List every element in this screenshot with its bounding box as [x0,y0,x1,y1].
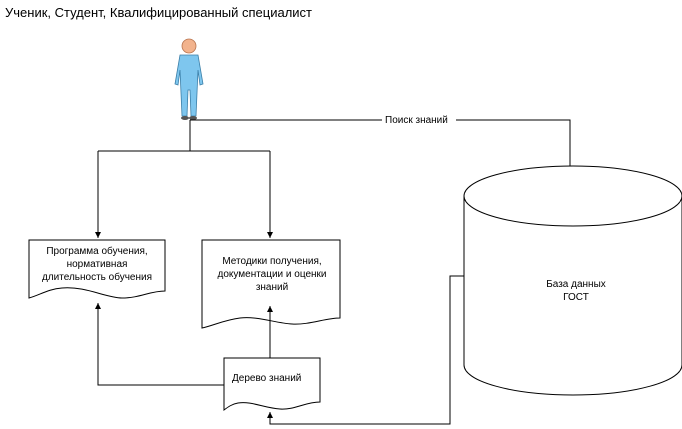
methods-label-line-2: документации и оценки [217,269,326,280]
program-label-line-3: длительность обучения [42,271,152,283]
tree-label: Дерево знаний [232,373,301,384]
program-document: Программа обучения, нормативная длительн… [28,239,166,299]
database-label-line-1: База данных [546,279,606,290]
methods-label-line-1: Методики получения, [222,256,321,267]
program-label-line-1: Программа обучения, [46,245,147,257]
connector-database-to-tree [267,275,464,425]
tree-document: Дерево знаний [223,357,321,411]
connector-tree-to-program [95,303,224,386]
program-label-line-2: нормативная [67,259,128,270]
connector-search-label: Поиск знаний [385,115,448,126]
person-icon [174,38,204,120]
methods-document: Методики получения, документации и оценк… [201,239,341,329]
methods-label-line-3: знаний [256,282,288,293]
diagram-title: Ученик, Студент, Квалифицированный специ… [5,5,313,20]
database-cylinder: База данных ГОСТ [463,165,682,396]
connector-to-program [98,150,270,238]
database-label-line-2: ГОСТ [563,292,589,303]
